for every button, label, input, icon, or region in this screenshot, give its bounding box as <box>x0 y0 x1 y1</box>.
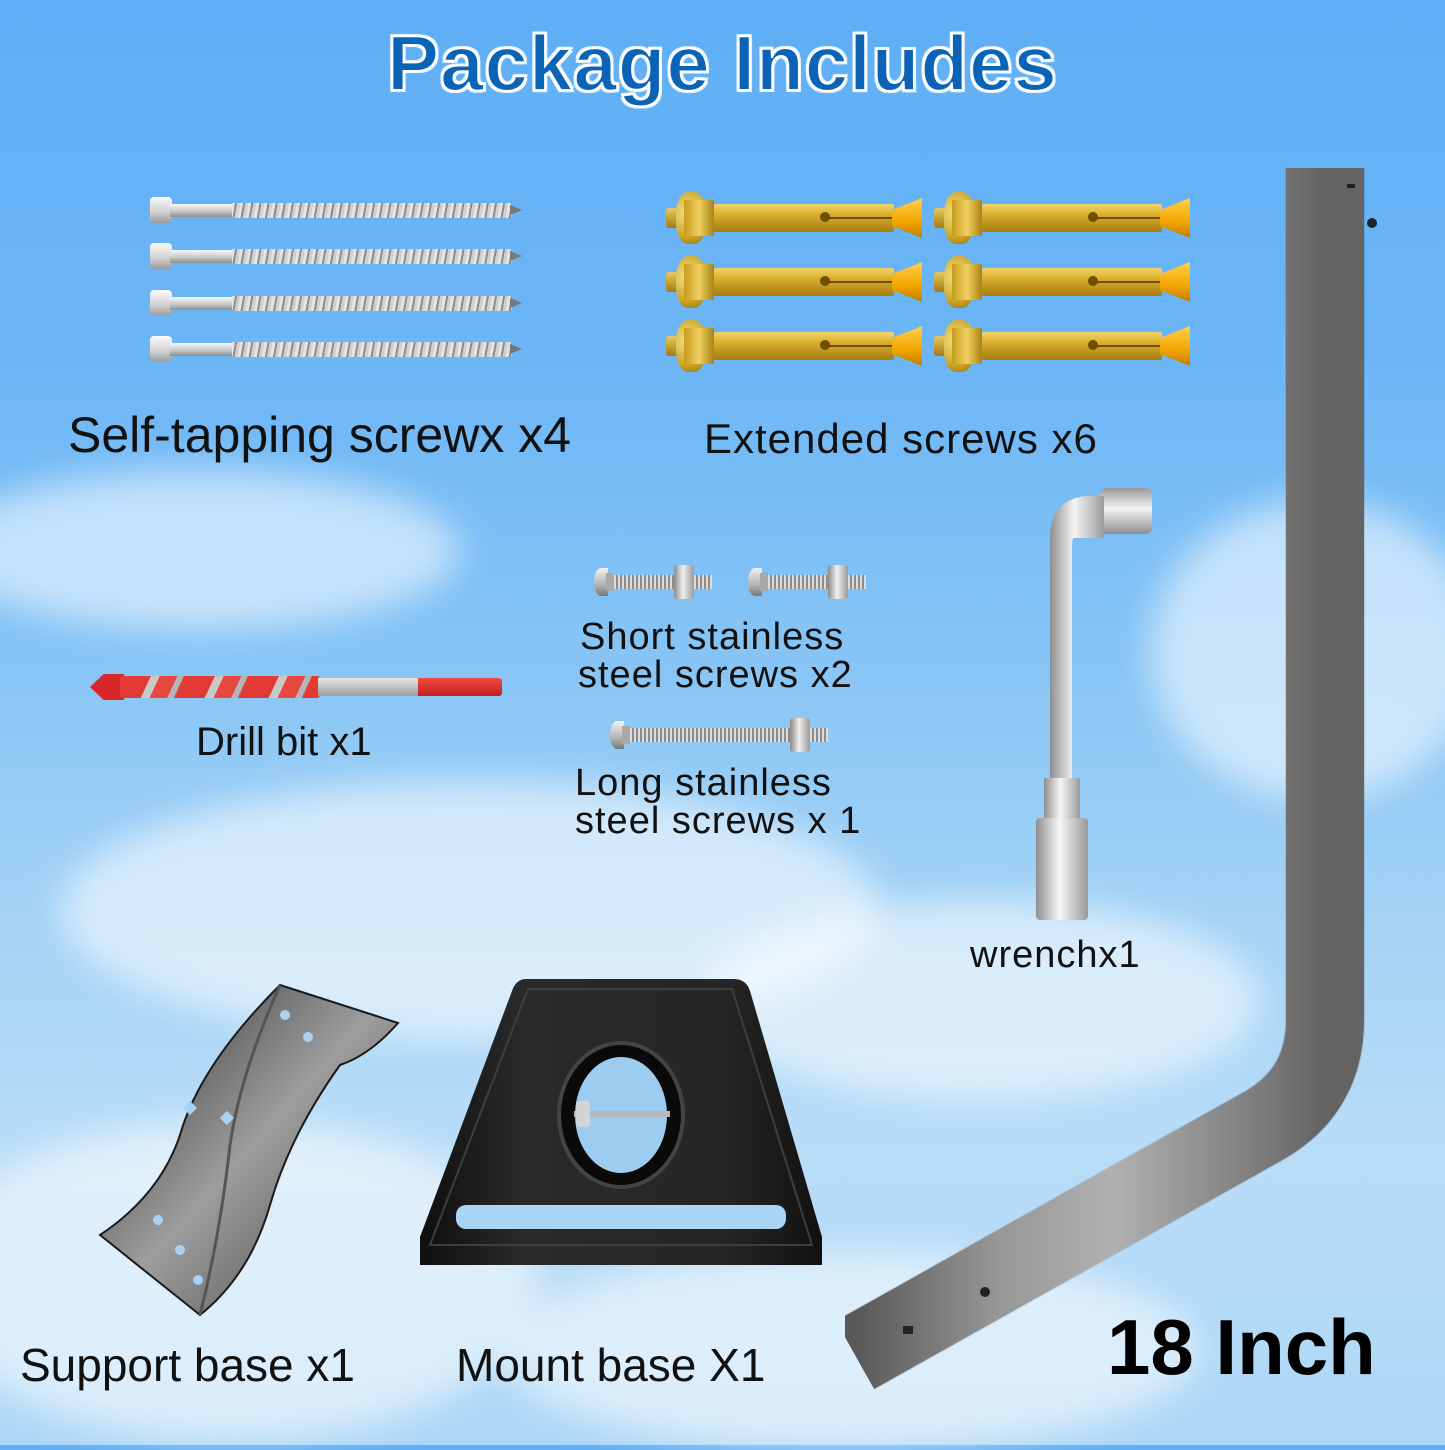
cloud-decoration <box>500 1250 1200 1450</box>
support-base-label: Support base x1 <box>20 1339 356 1391</box>
mount-base-label: Mount base X1 <box>456 1339 766 1391</box>
socket-wrench-icon <box>1036 488 1152 920</box>
short-bolt-icon <box>594 565 714 599</box>
short-bolt-icon <box>748 565 868 599</box>
self-tapping-screws-label: Self-tapping screwx x4 <box>68 407 572 463</box>
j-pole-mast-icon <box>845 168 1377 1390</box>
short-screws-label-line1: Short stainless <box>580 616 845 658</box>
drill-bit-icon <box>90 670 502 704</box>
wrench-label: wrenchx1 <box>970 934 1141 976</box>
drill-bit-label: Drill bit x1 <box>196 720 372 764</box>
cloud-decoration <box>0 470 460 630</box>
expansion-anchor-icon <box>666 190 1196 375</box>
pole-length-label: 18 Inch <box>1107 1303 1376 1391</box>
mount-base-icon <box>420 979 822 1265</box>
support-bracket-icon <box>98 983 400 1317</box>
long-screws-label-line1: Long stainless <box>575 762 832 804</box>
long-screws-label-line2: steel screws x 1 <box>575 800 862 842</box>
page-title: Package Includes <box>386 18 1058 108</box>
short-screws-label-line2: steel screws x2 <box>578 654 853 696</box>
lag-screw-icon <box>150 195 522 370</box>
long-bolt-icon <box>610 718 828 752</box>
extended-screws-label: Extended screws x6 <box>704 415 1098 462</box>
cloud-decoration <box>700 900 1260 1100</box>
